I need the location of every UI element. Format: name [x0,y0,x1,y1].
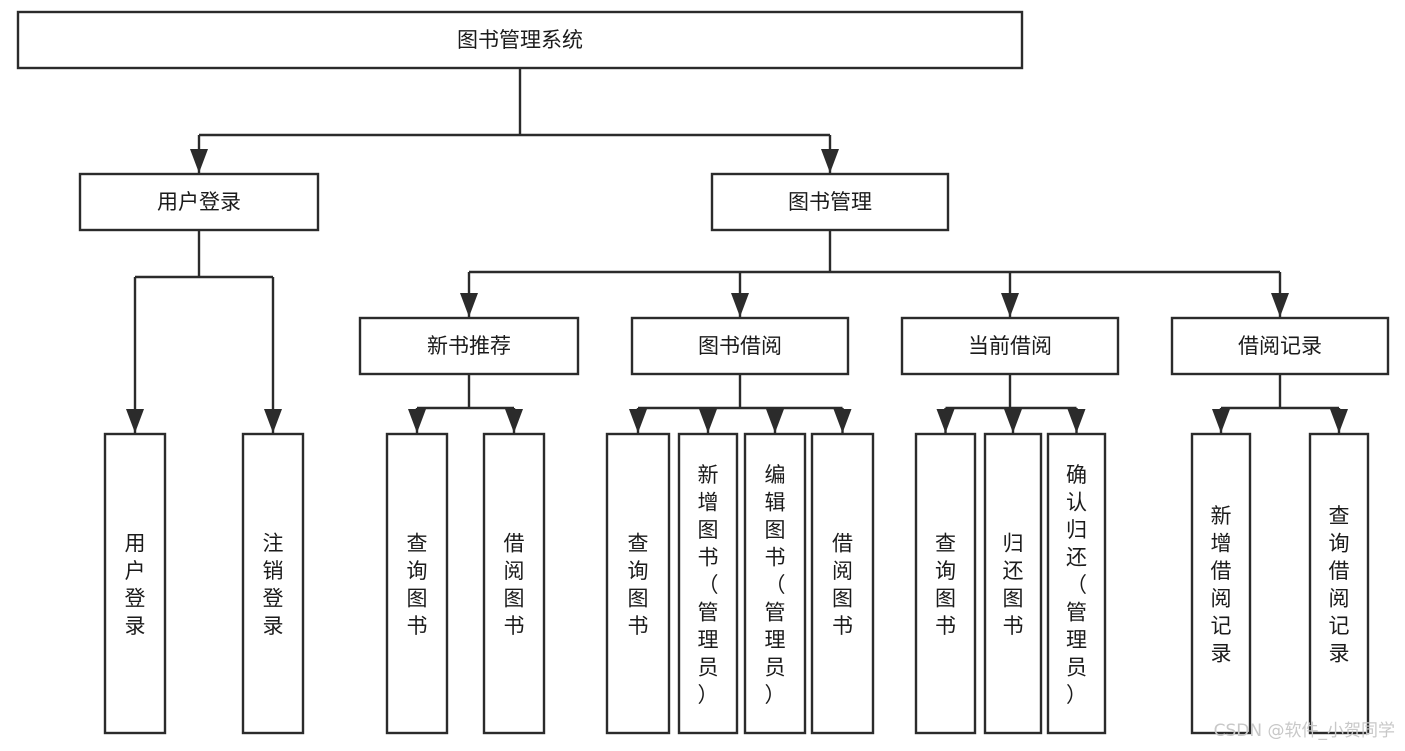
node-label-book-borrow: 图书借阅 [698,334,782,358]
node-box-leaf-query-book-2 [605,432,671,735]
arrow-head-icon [505,409,523,433]
arrow-head-icon [731,293,749,317]
node-box-leaf-add-record [1190,432,1252,735]
node-box-leaf-query-book-3 [914,432,977,735]
arrow-head-icon [1067,409,1086,433]
node-label-leaf-add-book: 新增图书（管理员） [698,463,719,707]
node-leaf-query-book-3[interactable]: 查询图书 [914,432,977,735]
connector-from-borrow-record [1212,374,1348,433]
node-borrow-record[interactable]: 借阅记录 [1170,316,1390,376]
node-label-leaf-user-logout: 注销登录 [263,532,284,639]
node-leaf-return-book[interactable]: 归还图书 [983,432,1043,735]
node-label-borrow-record: 借阅记录 [1238,334,1322,358]
arrow-head-icon [821,149,839,173]
connector-from-user-login [126,230,282,433]
node-box-root [16,10,1024,70]
node-box-leaf-query-book-1 [385,432,449,735]
arrow-head-icon [460,293,478,317]
node-box-leaf-return-book [983,432,1043,735]
node-box-leaf-query-record [1308,432,1370,735]
node-label-leaf-query-book-1: 查询图书 [407,532,428,639]
node-box-new-book-recommend [358,316,580,376]
node-box-book-borrow [630,316,850,376]
node-root[interactable]: 图书管理系统 [16,10,1024,70]
node-leaf-confirm-return[interactable]: 确认归还（管理员） [1046,432,1107,735]
arrow-head-icon [1001,293,1019,317]
node-book-borrow[interactable]: 图书借阅 [630,316,850,376]
node-boxes-layer: 图书管理系统用户登录图书管理新书推荐图书借阅当前借阅借阅记录用户登录注销登录查询… [16,10,1390,735]
node-label-leaf-borrow-book-2: 借阅图书 [832,532,853,639]
node-label-book-manage: 图书管理 [788,190,872,214]
node-box-current-borrow [900,316,1120,376]
connector-from-root [190,68,839,173]
node-box-leaf-user-logout [241,432,305,735]
arrow-head-icon [699,409,717,433]
arrow-head-icon [1271,293,1289,317]
arrow-head-icon [264,409,282,433]
arrow-head-icon [936,409,955,433]
node-box-leaf-borrow-book-1 [482,432,546,735]
arrow-head-icon [190,149,208,173]
node-leaf-borrow-book-1[interactable]: 借阅图书 [482,432,546,735]
node-leaf-query-record[interactable]: 查询借阅记录 [1308,432,1370,735]
node-leaf-query-book-1[interactable]: 查询图书 [385,432,449,735]
node-label-root: 图书管理系统 [457,28,583,52]
node-label-leaf-query-book-2: 查询图书 [628,532,649,639]
arrow-head-icon [766,409,784,433]
node-box-book-manage [710,172,950,232]
node-book-manage[interactable]: 图书管理 [710,172,950,232]
node-label-leaf-query-book-3: 查询图书 [935,532,956,639]
node-current-borrow[interactable]: 当前借阅 [900,316,1120,376]
node-box-user-login [78,172,320,232]
node-user-login[interactable]: 用户登录 [78,172,320,232]
arrow-head-icon [833,409,852,433]
node-label-user-login: 用户登录 [157,190,241,214]
node-label-leaf-user-login: 用户登录 [125,532,146,639]
node-label-current-borrow: 当前借阅 [968,334,1052,358]
node-label-leaf-query-record: 查询借阅记录 [1329,504,1350,666]
node-box-leaf-add-book [677,432,739,735]
arrow-head-icon [1330,409,1348,433]
connector-from-current-borrow [936,374,1086,433]
node-box-leaf-user-login [103,432,167,735]
node-label-leaf-confirm-return: 确认归还（管理员） [1066,463,1087,707]
node-leaf-borrow-book-2[interactable]: 借阅图书 [810,432,875,735]
node-label-leaf-add-record: 新增借阅记录 [1211,504,1232,666]
node-new-book-recommend[interactable]: 新书推荐 [358,316,580,376]
arrow-head-icon [1212,409,1230,433]
csdn-watermark: CSDN @软件_小贺同学 [1214,721,1395,741]
arrow-head-icon [126,409,144,433]
connector-from-book-borrow [629,374,852,433]
node-box-borrow-record [1170,316,1390,376]
node-leaf-add-book[interactable]: 新增图书（管理员） [677,432,739,735]
node-leaf-add-record[interactable]: 新增借阅记录 [1190,432,1252,735]
node-leaf-edit-book[interactable]: 编辑图书（管理员） [743,432,807,735]
node-label-leaf-borrow-book-1: 借阅图书 [504,532,525,639]
arrow-head-icon [408,409,426,433]
node-leaf-query-book-2[interactable]: 查询图书 [605,432,671,735]
node-box-leaf-edit-book [743,432,807,735]
node-leaf-user-login[interactable]: 用户登录 [103,432,167,735]
arrow-head-icon [1004,409,1022,433]
node-box-leaf-confirm-return [1046,432,1107,735]
connector-from-new-book-recommend [408,374,523,433]
node-label-leaf-edit-book: 编辑图书（管理员） [765,463,786,707]
connector-edges-layer [126,68,1348,433]
node-label-leaf-return-book: 归还图书 [1003,532,1024,639]
arrow-head-icon [629,409,647,433]
connector-from-book-manage [460,230,1289,317]
node-box-leaf-borrow-book-2 [810,432,875,735]
node-leaf-user-logout[interactable]: 注销登录 [241,432,305,735]
node-label-new-book-recommend: 新书推荐 [427,334,511,358]
